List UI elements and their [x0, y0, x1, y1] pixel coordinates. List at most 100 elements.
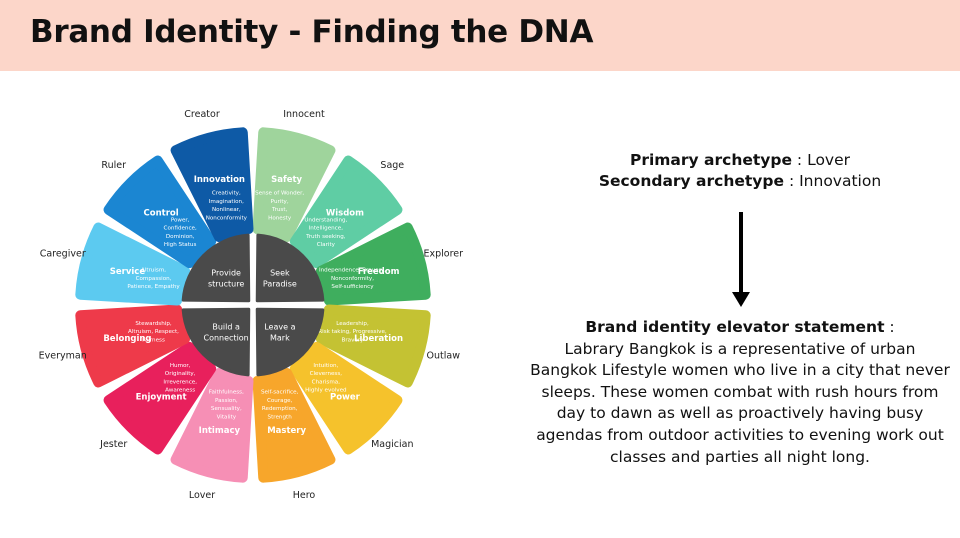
- segment-trait: Cleverness,: [310, 371, 343, 377]
- segment-trait: Stewardship,: [135, 321, 172, 327]
- segment-trait: Self-sacrifice,: [261, 390, 299, 396]
- archetype-label-outlaw: Outlaw: [427, 350, 461, 361]
- secondary-archetype-value: : Innovation: [784, 172, 882, 190]
- segment-name-freedom: Freedom: [358, 267, 400, 277]
- segment-name-liberation: Liberation: [354, 334, 403, 344]
- segment-trait: Bravery: [342, 337, 365, 343]
- segment-trait: Passion,: [215, 398, 238, 404]
- segment-trait: Confidence,: [164, 226, 197, 232]
- statement-heading-line: Brand identity elevator statement :: [530, 317, 950, 339]
- down-arrow-icon: [732, 212, 750, 307]
- segment-trait: Purity,: [271, 199, 289, 205]
- segment-trait: Strength: [268, 414, 293, 420]
- segment-name-safety: Safety: [271, 175, 302, 185]
- center-label: Connection: [203, 333, 248, 342]
- segment-trait: Irreverence,: [163, 379, 197, 385]
- segment-trait: Intuition,: [313, 363, 338, 369]
- segment-name-innovation: Innovation: [194, 175, 245, 185]
- archetype-label-explorer: Explorer: [424, 249, 464, 260]
- segment-trait: Fairness: [142, 337, 165, 343]
- center-label: Leave a: [264, 322, 295, 331]
- secondary-archetype-label: Secondary archetype: [598, 172, 785, 190]
- archetype-label-magician: Magician: [371, 439, 413, 450]
- segment-ruler: [103, 155, 217, 269]
- segment-trait: Honesty: [268, 215, 292, 221]
- segment-trait: Sense of Wonder,: [255, 191, 304, 197]
- segment-trait: Charisma,: [312, 379, 341, 385]
- segment-name-wisdom: Wisdom: [326, 209, 364, 219]
- page-title: Brand Identity - Finding the DNA: [30, 14, 594, 50]
- segment-trait: Vitality: [217, 414, 237, 420]
- segment-trait: Sensuality,: [211, 406, 242, 412]
- segment-name-power: Power: [330, 392, 361, 402]
- segment-trait: Creativity,: [212, 191, 241, 197]
- center-label: Provide: [211, 269, 241, 278]
- segment-trait: Power,: [171, 217, 190, 223]
- center-label: structure: [208, 280, 244, 289]
- segment-trait: Awareness: [165, 388, 195, 394]
- center-quadrant: [181, 307, 251, 377]
- segment-name-service: Service: [110, 267, 146, 277]
- segment-trait: Trust,: [271, 207, 288, 213]
- segment-trait: Self-sufficiency: [331, 284, 374, 290]
- archetype-label-caregiver: Caregiver: [40, 249, 86, 260]
- center-label: Seek: [270, 269, 290, 278]
- segment-everyman: [75, 304, 191, 388]
- segment-name-enjoyment: Enjoyment: [136, 392, 187, 402]
- segment-trait: Imagination,: [209, 199, 244, 205]
- archetype-label-lover: Lover: [189, 490, 215, 501]
- segment-trait: Humor,: [170, 363, 191, 369]
- segment-trait: Altruism,: [141, 268, 166, 274]
- statement-heading-suffix: :: [884, 318, 895, 336]
- segment-trait: Faithfulness,: [209, 390, 244, 396]
- segment-trait: Understanding,: [304, 217, 347, 223]
- segment-name-control: Control: [144, 209, 179, 219]
- segment-outlaw: [315, 304, 431, 388]
- center-quadrant: [255, 307, 325, 377]
- center-quadrant: [181, 233, 251, 303]
- segment-trait: Clarity: [317, 242, 336, 248]
- segment-trait: Highly evolved: [305, 388, 347, 394]
- segment-trait: Leadership,: [336, 321, 369, 327]
- elevator-statement: Brand identity elevator statement : Labr…: [530, 317, 950, 468]
- segment-trait: Independence, Bravery,: [319, 268, 386, 274]
- segment-name-intimacy: Intimacy: [199, 426, 241, 436]
- segment-magician: [289, 341, 403, 455]
- segment-trait: Courage,: [267, 398, 293, 404]
- segment-trait: High Status: [164, 242, 197, 248]
- archetype-label-creator: Creator: [184, 109, 220, 120]
- center-label: Build a: [212, 322, 240, 331]
- segment-trait: Compassion,: [136, 276, 172, 282]
- segment-name-belonging: Belonging: [103, 334, 151, 344]
- primary-archetype-value: : Lover: [792, 151, 851, 169]
- archetype-label-jester: Jester: [99, 439, 127, 450]
- segment-creator: [170, 127, 254, 243]
- segment-hero: [252, 367, 336, 483]
- header-band: Brand Identity - Finding the DNA: [0, 0, 960, 71]
- segment-trait: Altruism, Respect,: [128, 329, 179, 335]
- segment-trait: Nonlinear,: [212, 207, 241, 213]
- archetype-summary: Primary archetype : Lover Secondary arch…: [530, 150, 950, 192]
- segment-trait: Originality,: [165, 371, 196, 377]
- archetype-label-innocent: Innocent: [283, 109, 325, 120]
- segment-trait: Intelligence,: [309, 226, 344, 232]
- segment-trait: Patience, Empathy: [127, 284, 180, 290]
- segment-name-mastery: Mastery: [267, 426, 306, 436]
- segment-trait: Nonconformity,: [331, 276, 374, 282]
- primary-archetype-line: Primary archetype : Lover: [530, 150, 950, 171]
- center-label: Mark: [270, 333, 290, 342]
- segment-lover: [170, 367, 254, 483]
- segment-trait: Nonconformity: [206, 215, 248, 221]
- secondary-archetype-line: Secondary archetype : Innovation: [530, 171, 950, 192]
- segment-sage: [289, 155, 403, 269]
- segment-caregiver: [75, 222, 191, 306]
- archetype-label-ruler: Ruler: [101, 160, 126, 171]
- center-label: Paradise: [263, 280, 297, 289]
- segment-jester: [103, 341, 217, 455]
- primary-archetype-label: Primary archetype: [629, 151, 792, 169]
- segment-innocent: [252, 127, 336, 243]
- archetype-label-hero: Hero: [293, 490, 316, 501]
- archetype-label-everyman: Everyman: [39, 350, 87, 361]
- center-quadrant: [255, 233, 325, 303]
